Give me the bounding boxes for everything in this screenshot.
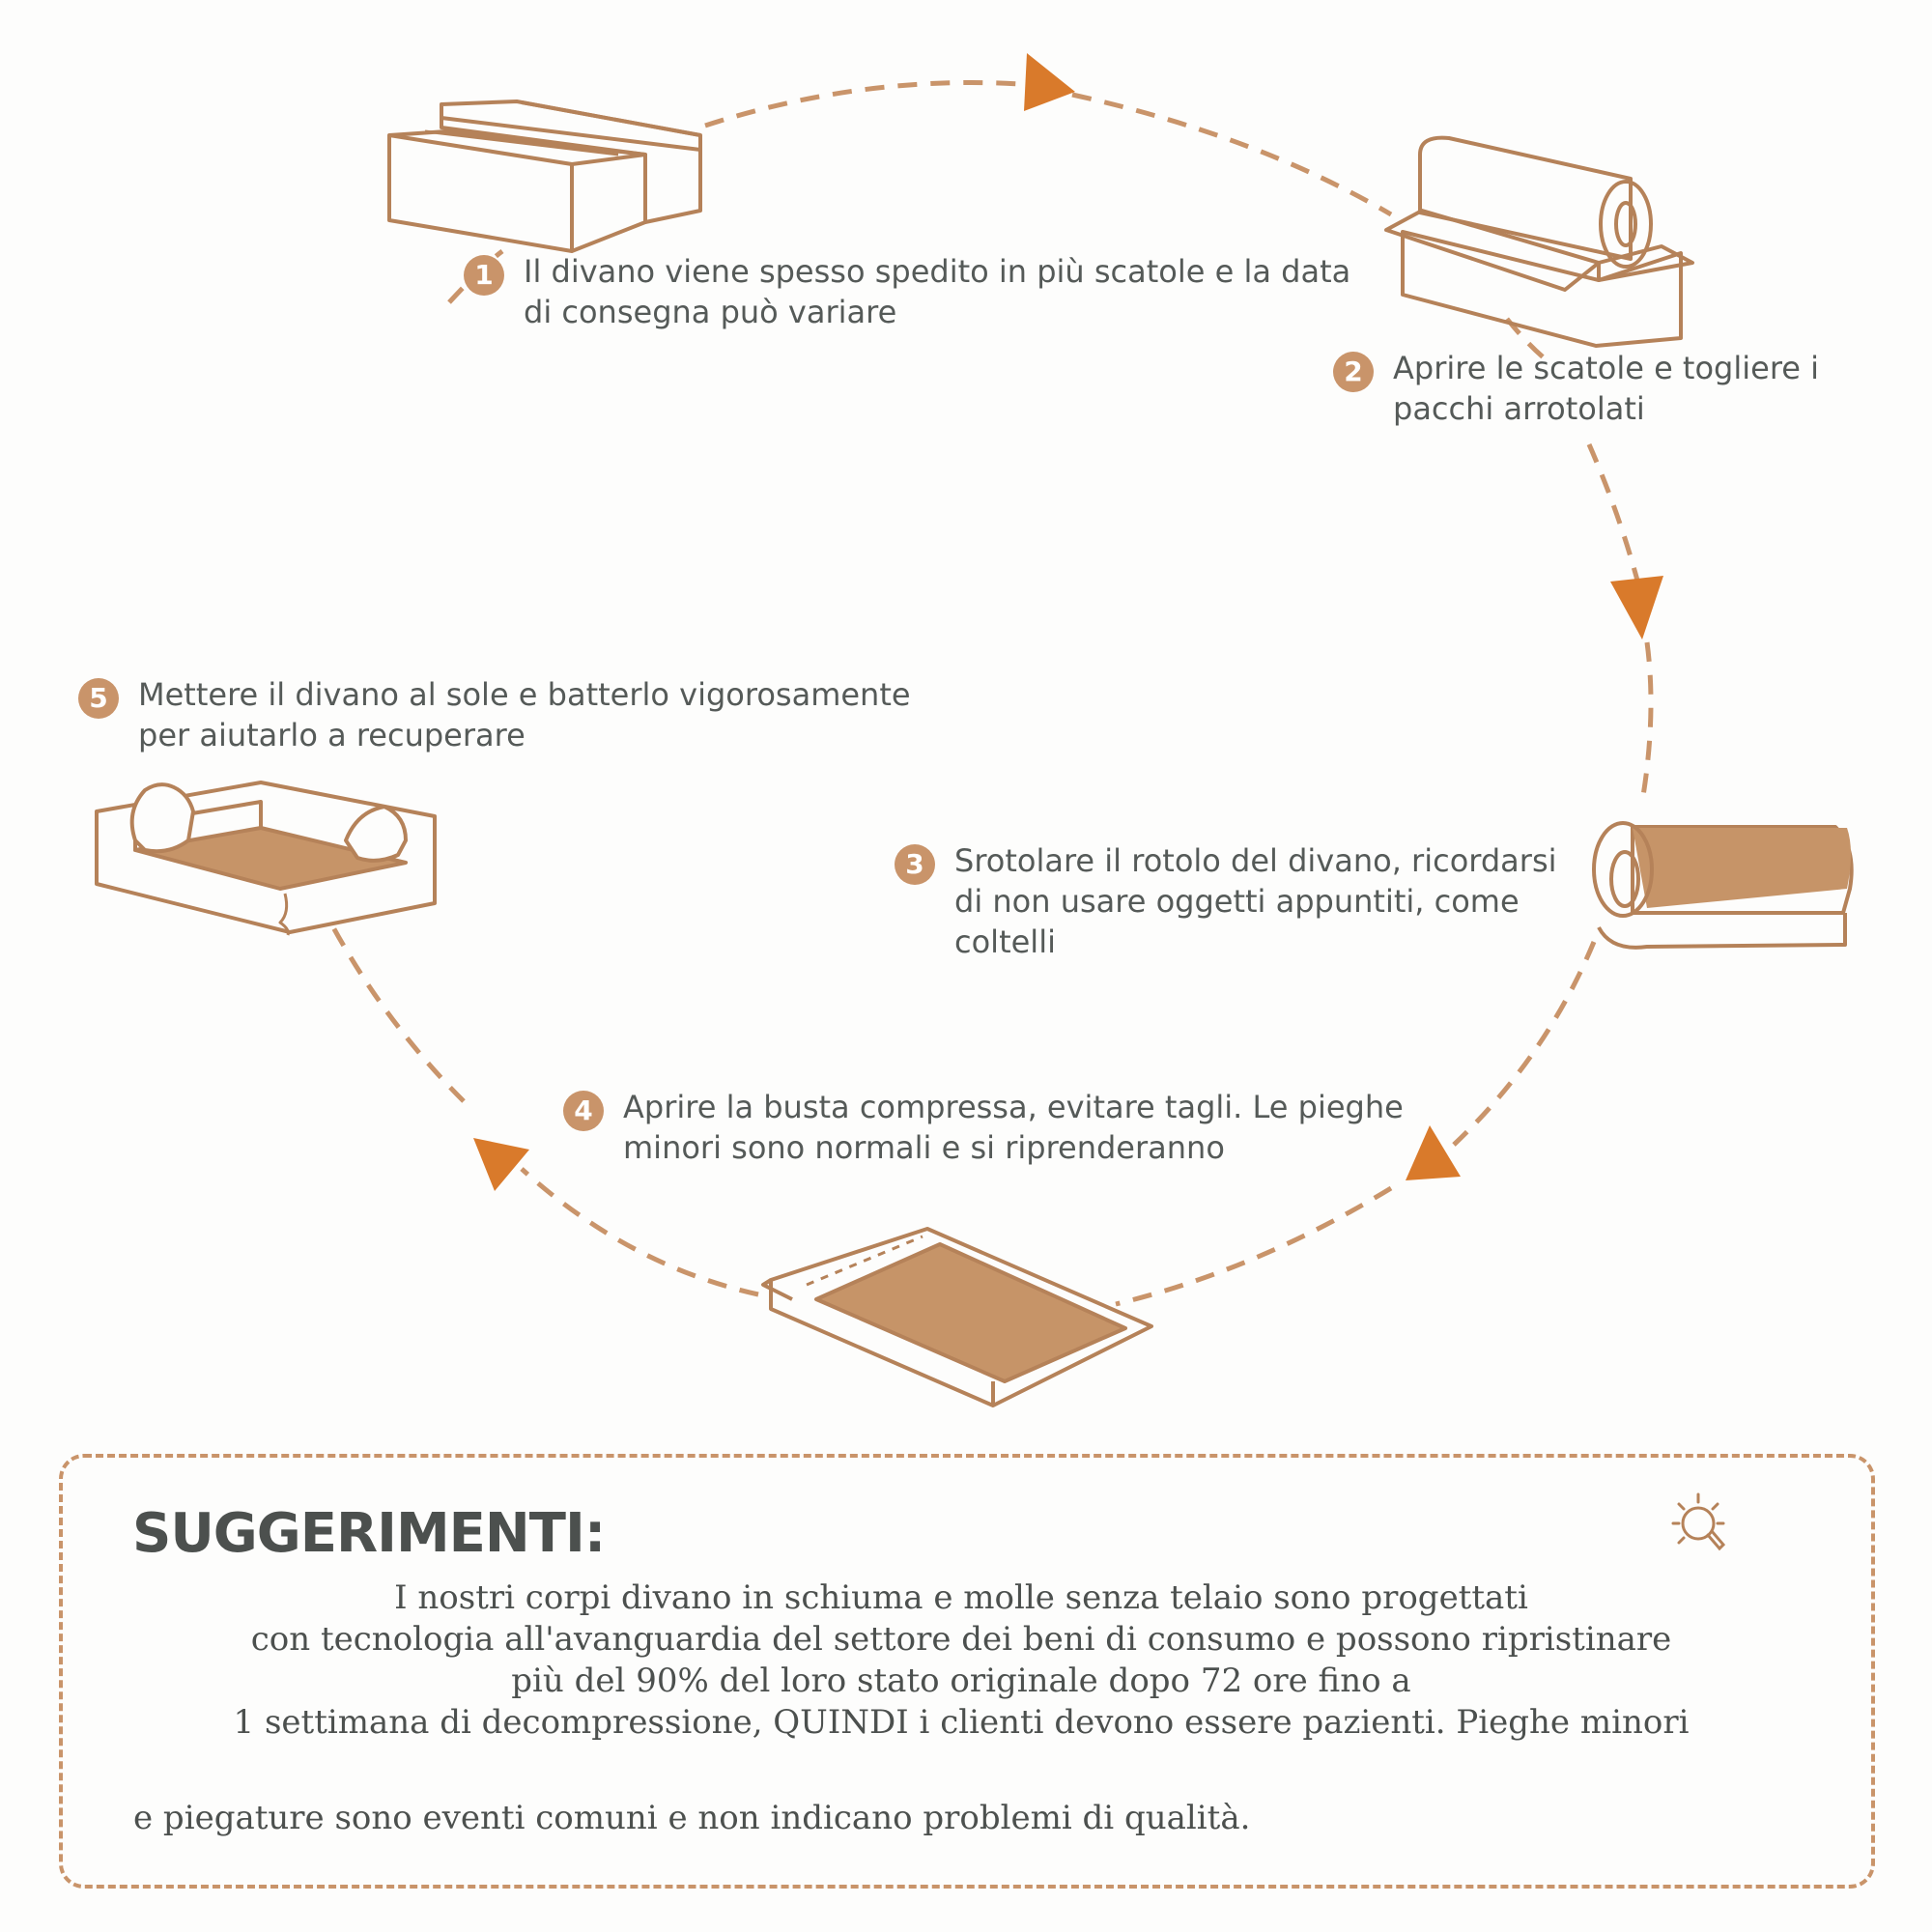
arrow-head-right [1610, 576, 1663, 639]
tips-line: I nostri corpi divano in schiuma e molle… [394, 1578, 1528, 1617]
step-1: 1 Il divano viene spesso spedito in più … [464, 251, 1372, 332]
step-2: 2 Aprire le scatole e togliere i pacchi … [1333, 348, 1922, 429]
step-4-text: Aprire la busta compressa, evitare tagli… [623, 1089, 1404, 1166]
step-3-number: 3 [895, 844, 935, 885]
step-1-number: 1 [464, 255, 504, 296]
step-4: 4 Aprire la busta compressa, evitare tag… [563, 1087, 1413, 1168]
step-5-number: 5 [78, 678, 119, 719]
compressed-bag-icon [761, 1227, 1153, 1407]
tips-title: SUGGERIMENTI: [132, 1502, 606, 1565]
step-5-text: Mettere il divano al sole e batterlo vig… [138, 676, 911, 753]
unrolling-roll-icon [1592, 821, 1854, 950]
step-3-text: Srotolare il rotolo del divano, ricordar… [954, 842, 1557, 960]
tips-line: 1 settimana di decompressione, QUINDI i … [233, 1703, 1690, 1742]
arrow-head-bottom-left [473, 1138, 529, 1191]
open-box-roll-icon [1384, 135, 1694, 348]
left-hand-icon [129, 782, 195, 854]
tips-line: più del 90% del loro stato originale dop… [511, 1662, 1411, 1700]
arrow-head-top [1024, 53, 1075, 111]
tips-box: SUGGERIMENTI: I nostri corpi divano in s… [59, 1454, 1875, 1889]
step-4-number: 4 [563, 1091, 604, 1131]
step-1-text: Il divano viene spesso spedito in più sc… [524, 253, 1351, 330]
tips-last-line: e piegature sono eventi comuni e non ind… [133, 1799, 1251, 1837]
step-2-number: 2 [1333, 352, 1374, 392]
lightbulb-icon [1671, 1492, 1726, 1551]
right-hand-icon [344, 805, 408, 863]
step-3: 3 Srotolare il rotolo del divano, ricord… [895, 840, 1571, 962]
stacked-boxes-icon [387, 99, 702, 253]
cycle-dashed-path [330, 80, 1654, 1307]
tips-line: con tecnologia all'avanguardia del setto… [250, 1620, 1672, 1659]
step-5: 5 Mettere il divano al sole e batterlo v… [78, 674, 919, 755]
tips-body: I nostri corpi divano in schiuma e molle… [208, 1577, 1715, 1744]
arrow-head-bottom-right [1406, 1125, 1461, 1180]
cycle-arrow-heads [473, 53, 1663, 1191]
step-2-text: Aprire le scatole e togliere i pacchi ar… [1393, 350, 1820, 427]
sofa-hands-icon [95, 781, 437, 936]
